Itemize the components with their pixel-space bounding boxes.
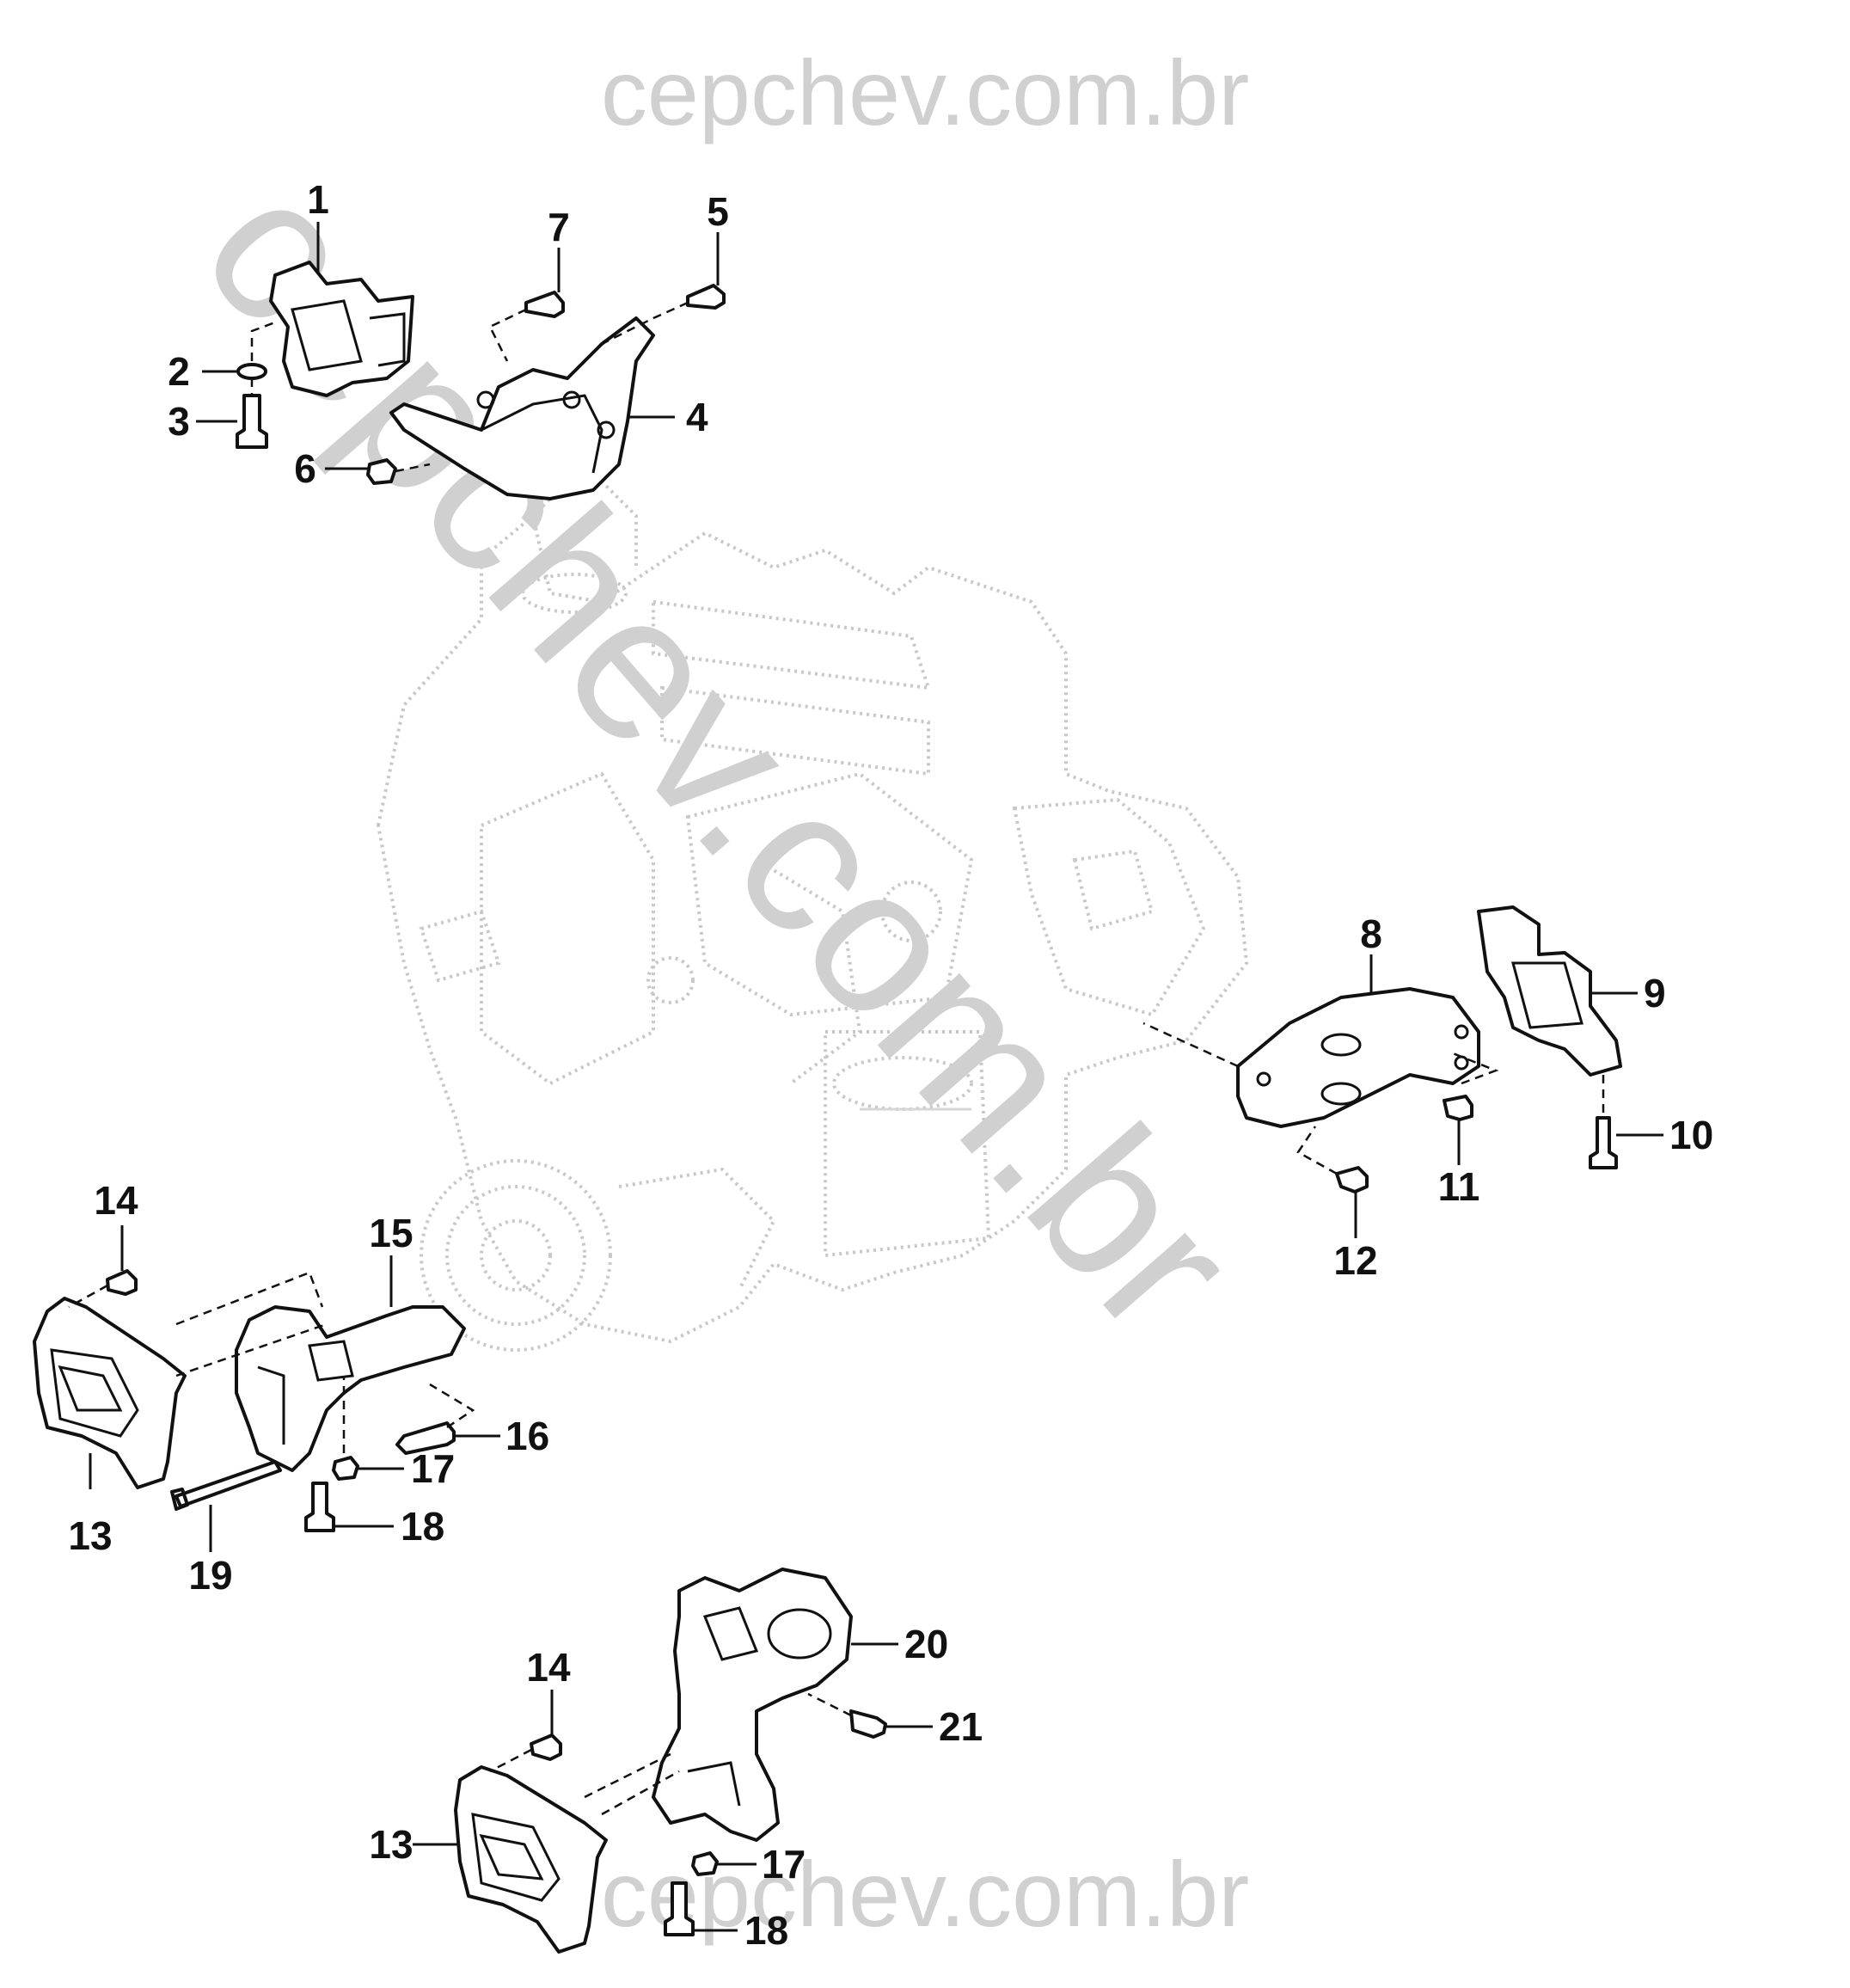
bolt-part-18-lower [664,1881,695,1936]
callout-8: 8 [1360,911,1382,956]
callout-1: 1 [307,177,329,222]
callout-9: 9 [1644,971,1666,1015]
callout-15: 15 [369,1211,413,1255]
callout-12: 12 [1333,1238,1377,1283]
callout-19: 19 [188,1553,232,1598]
callout-17-upper: 17 [411,1446,455,1491]
callout-10: 10 [1669,1113,1713,1157]
bolt-part-14-lower [530,1733,562,1761]
callout-14-lower: 14 [526,1645,571,1690]
bolt-part-10 [1589,1116,1618,1169]
callout-2: 2 [168,349,190,394]
bracket-part-8 [1236,987,1480,1128]
callout-6: 6 [294,446,316,491]
nut-part-17-upper [332,1456,359,1481]
bolt-part-7 [524,291,565,318]
nut-part-17-lower [691,1851,719,1876]
bracket-part-20 [652,1568,853,1842]
callout-7: 7 [548,205,570,249]
callout-20: 20 [904,1622,948,1666]
callout-labels: 1 2 3 4 5 6 7 8 9 10 11 12 13 14 15 16 1… [68,177,1713,1953]
callout-5: 5 [707,189,729,234]
callout-18-lower: 18 [744,1908,788,1953]
bolt-part-12 [1335,1166,1369,1193]
watermark-top: cepchev.com.br [601,40,1249,144]
callout-3: 3 [168,399,190,444]
bolt-part-5 [686,284,726,310]
washer-part-2 [236,363,267,380]
bolt-part-18-upper [304,1482,335,1532]
callout-4: 4 [686,395,708,439]
bolt-part-11 [1443,1095,1473,1121]
bolt-part-21 [849,1709,887,1739]
engine-assembly-illustration [376,480,1249,1352]
leader-lines [89,222,1663,1932]
bolt-part-3 [236,394,268,449]
callout-11: 11 [1438,1164,1480,1209]
callout-21: 21 [939,1704,983,1749]
callout-17-lower: 17 [762,1842,806,1887]
bolt-part-19 [170,1460,282,1511]
left-mount-assembly [33,1269,475,1532]
engine-mount-part-13-upper [33,1297,187,1489]
bolt-part-16 [395,1421,456,1455]
upper-left-mount-assembly [236,261,726,500]
callout-14-upper: 14 [94,1178,138,1223]
engine-mount-part-9 [1477,905,1622,1077]
callout-13-lower: 13 [369,1822,413,1867]
nut-part-6 [366,458,397,485]
right-mount-assembly [1142,905,1622,1193]
callout-16: 16 [505,1414,549,1458]
callout-18-upper: 18 [401,1504,444,1549]
bracket-part-15 [235,1305,466,1472]
callout-13-upper: 13 [68,1513,112,1558]
bolt-part-14-upper [106,1269,138,1296]
lower-mount-assembly [454,1568,887,1954]
